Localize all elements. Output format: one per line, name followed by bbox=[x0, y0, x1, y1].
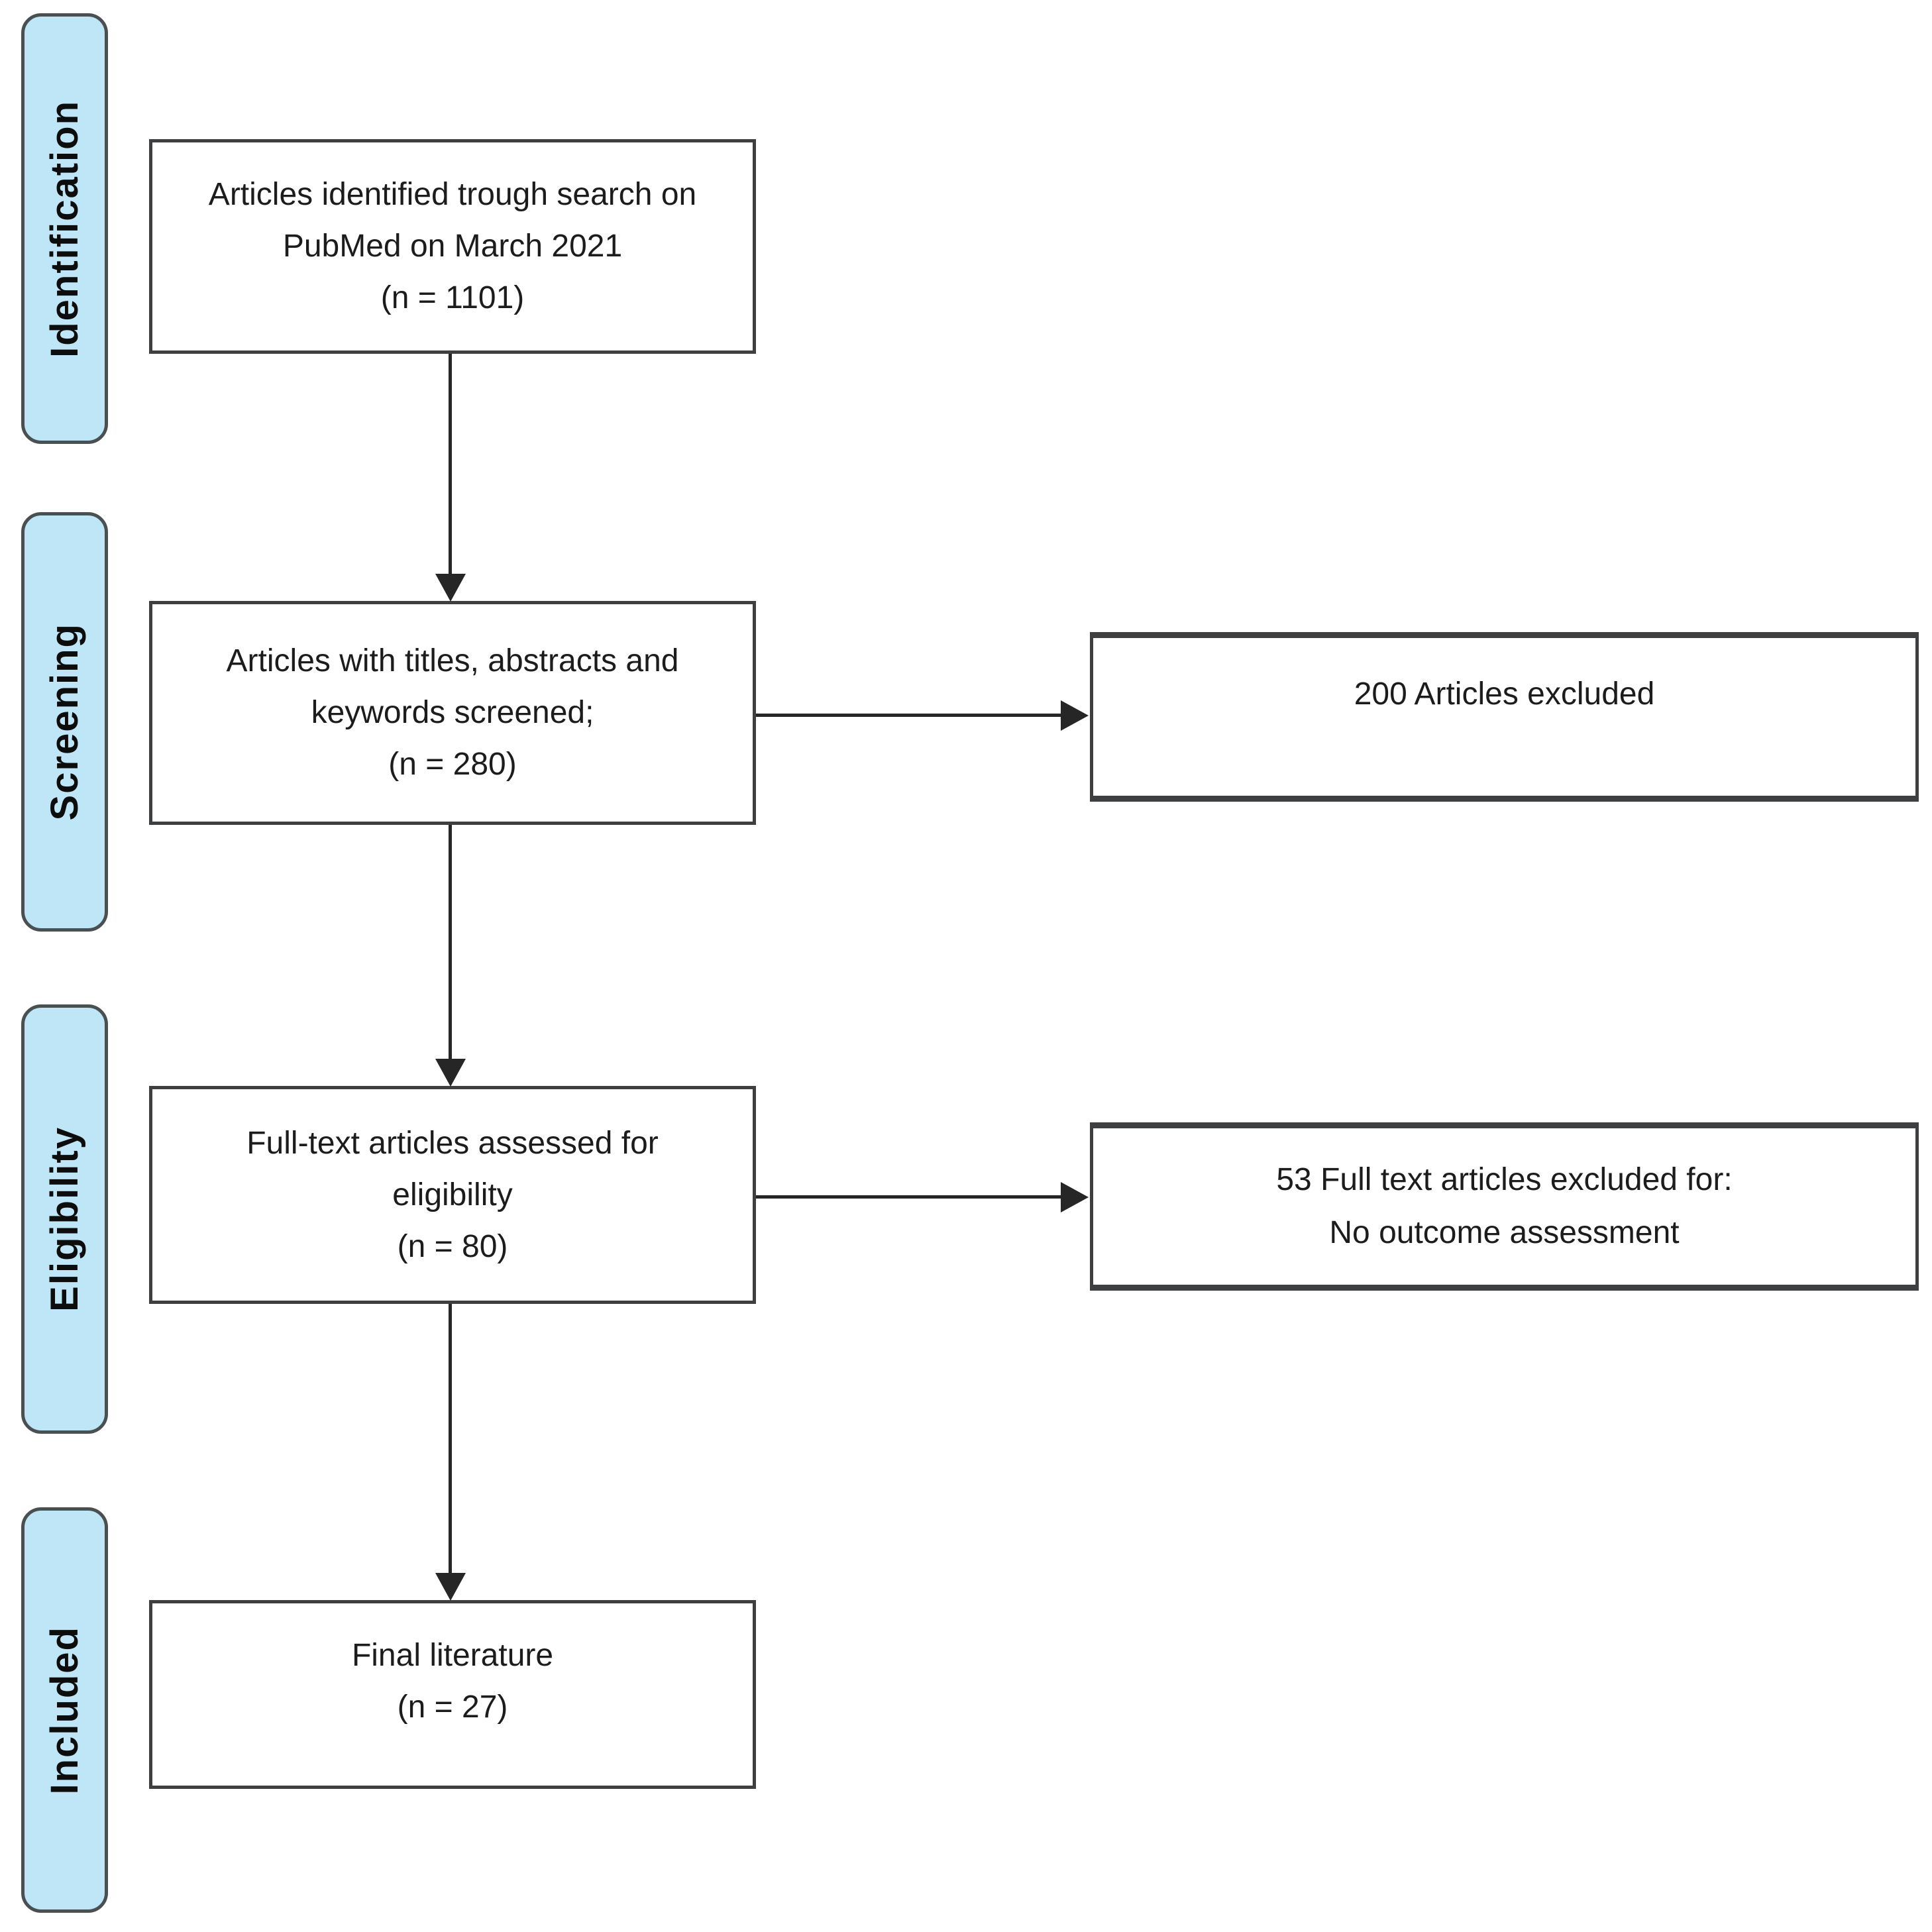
box-text-line: keywords screened; bbox=[311, 695, 594, 730]
stage-label-text: Eligibility bbox=[43, 1126, 86, 1312]
stage-label-screening: Screening bbox=[21, 512, 108, 932]
stage-label-text: Identification bbox=[43, 99, 86, 358]
box-text-line: No outcome assessment bbox=[1329, 1215, 1680, 1250]
arrow-down-icon bbox=[435, 1059, 466, 1087]
box-text-line: 200 Articles excluded bbox=[1354, 676, 1655, 712]
arrow-right-icon bbox=[1061, 1182, 1089, 1212]
arrow-down-icon bbox=[435, 1573, 466, 1601]
arrow-down-icon bbox=[435, 574, 466, 602]
stage-label-text: Screening bbox=[43, 623, 86, 821]
box-text-line: Full-text articles assessed for bbox=[246, 1125, 659, 1161]
flow-box-articles-screened: Articles with titles, abstracts and keyw… bbox=[149, 601, 756, 825]
stage-label-identification: Identification bbox=[21, 13, 108, 444]
stage-label-included: Included bbox=[21, 1507, 108, 1913]
box-text-line: (n = 1101) bbox=[380, 280, 525, 315]
flow-box-articles-identified: Articles identified trough search on Pub… bbox=[149, 139, 756, 354]
box-text-line: (n = 80) bbox=[397, 1228, 508, 1264]
box-text-line: Articles identified trough search on bbox=[208, 177, 697, 212]
arrow-line-screened-to-excluded bbox=[756, 714, 1062, 717]
arrow-line-screened-to-fulltext bbox=[449, 825, 452, 1059]
arrow-right-icon bbox=[1061, 700, 1089, 731]
flow-box-final-literature: Final literature (n = 27) bbox=[149, 1600, 756, 1789]
flow-box-fulltext-assessed: Full-text articles assessed for eligibil… bbox=[149, 1086, 756, 1304]
stage-label-eligibility: Eligibility bbox=[21, 1004, 108, 1434]
side-box-articles-excluded: 200 Articles excluded bbox=[1090, 632, 1919, 802]
box-text-line: Final literature bbox=[351, 1637, 554, 1673]
box-text-line: eligibility bbox=[392, 1177, 513, 1212]
arrow-line-identified-to-screened bbox=[449, 354, 452, 574]
stage-label-text: Included bbox=[43, 1625, 86, 1795]
side-box-fulltext-excluded: 53 Full text articles excluded for: No o… bbox=[1090, 1122, 1919, 1291]
box-text-line: PubMed on March 2021 bbox=[282, 229, 623, 264]
arrow-line-fulltext-to-final bbox=[449, 1304, 452, 1574]
arrow-line-fulltext-to-excluded bbox=[756, 1195, 1062, 1199]
box-text-line: (n = 27) bbox=[397, 1689, 508, 1725]
box-text-line: Articles with titles, abstracts and bbox=[226, 643, 679, 678]
box-text-line: (n = 280) bbox=[388, 747, 517, 782]
box-text-line: 53 Full text articles excluded for: bbox=[1276, 1162, 1733, 1197]
